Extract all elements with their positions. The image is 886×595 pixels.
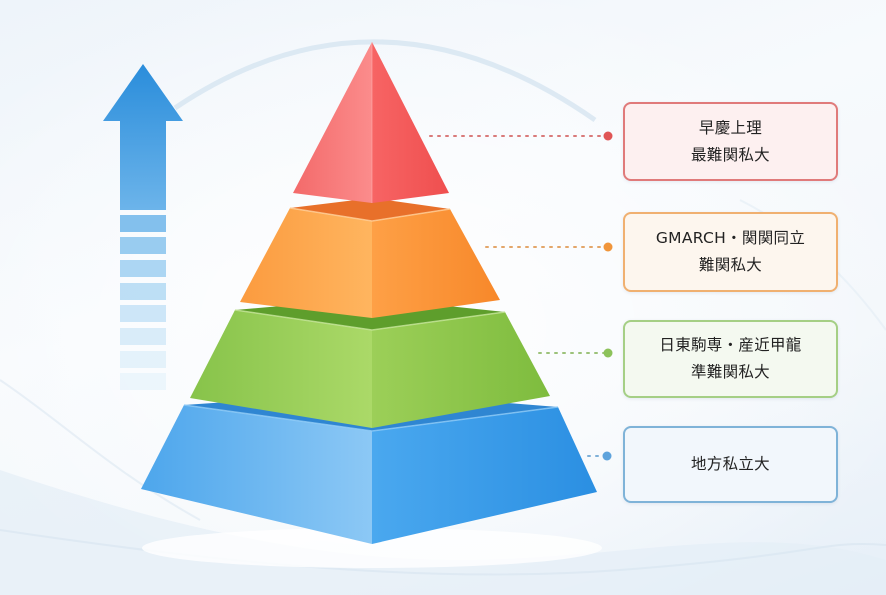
label-box-tier-3: 日東駒専・産近甲龍 準難関私大 <box>623 320 838 398</box>
label-box-tier-1: 早慶上理 最難関私大 <box>623 102 838 181</box>
connector-dot <box>603 348 613 358</box>
tier-2 <box>240 198 500 318</box>
label-box-tier-4: 地方私立大 <box>623 426 838 503</box>
connector-tier-1 <box>429 131 613 141</box>
tier-3-label-schools: 日東駒専・産近甲龍 <box>659 336 802 354</box>
background-wave <box>0 470 886 595</box>
label-box-tier-2: GMARCH・関関同立 難関私大 <box>623 212 838 292</box>
connector-tier-4 <box>587 451 612 461</box>
arrow-fade-segments <box>120 215 166 390</box>
tier-3-label-category: 準難関私大 <box>690 363 770 381</box>
tier-2-label-category: 難関私大 <box>698 256 763 274</box>
tier-2-label-schools: GMARCH・関関同立 <box>655 229 806 247</box>
connector-dot <box>603 242 613 252</box>
connector-tier-3 <box>538 348 613 358</box>
connector-tier-2 <box>485 242 613 252</box>
tier-1-label-schools: 早慶上理 <box>698 118 763 137</box>
tier-4-label-category: 地方私立大 <box>690 455 770 473</box>
connector-dot <box>603 131 613 141</box>
tier-1-label-category: 最難関私大 <box>690 145 770 164</box>
connector-dot <box>602 451 612 461</box>
tier-1-apex <box>293 42 449 203</box>
background-arc <box>173 39 597 123</box>
